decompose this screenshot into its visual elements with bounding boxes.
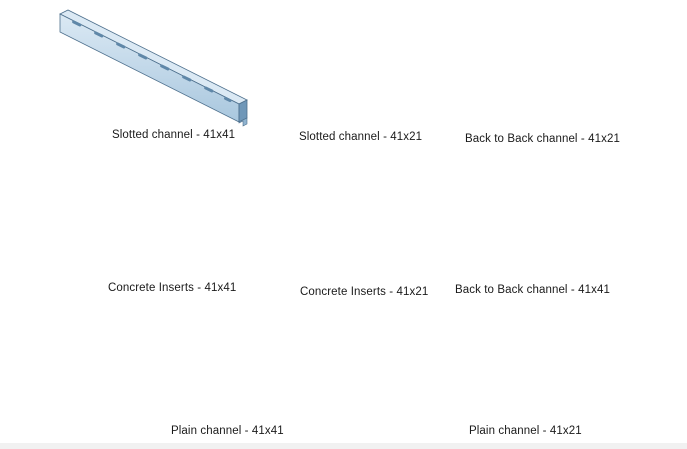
- caption-slotted-channel-41x41: Slotted channel - 41x41: [112, 129, 236, 141]
- caption-plain-channel-41x21: Plain channel - 41x21: [469, 425, 582, 437]
- caption-back-to-back-channel-41x21: Back to Back channel - 41x21: [465, 133, 620, 145]
- bottom-divider: [0, 443, 687, 449]
- caption-slotted-channel-41x21: Slotted channel - 41x21: [299, 131, 423, 143]
- caption-concrete-inserts-41x21: Concrete Inserts - 41x21: [300, 286, 429, 298]
- slotted-channel-41x41-image: [59, 9, 248, 127]
- caption-concrete-inserts-41x41: Concrete Inserts - 41x41: [108, 282, 237, 294]
- caption-plain-channel-41x41: Plain channel - 41x41: [171, 425, 284, 437]
- caption-back-to-back-channel-41x41: Back to Back channel - 41x41: [455, 284, 610, 296]
